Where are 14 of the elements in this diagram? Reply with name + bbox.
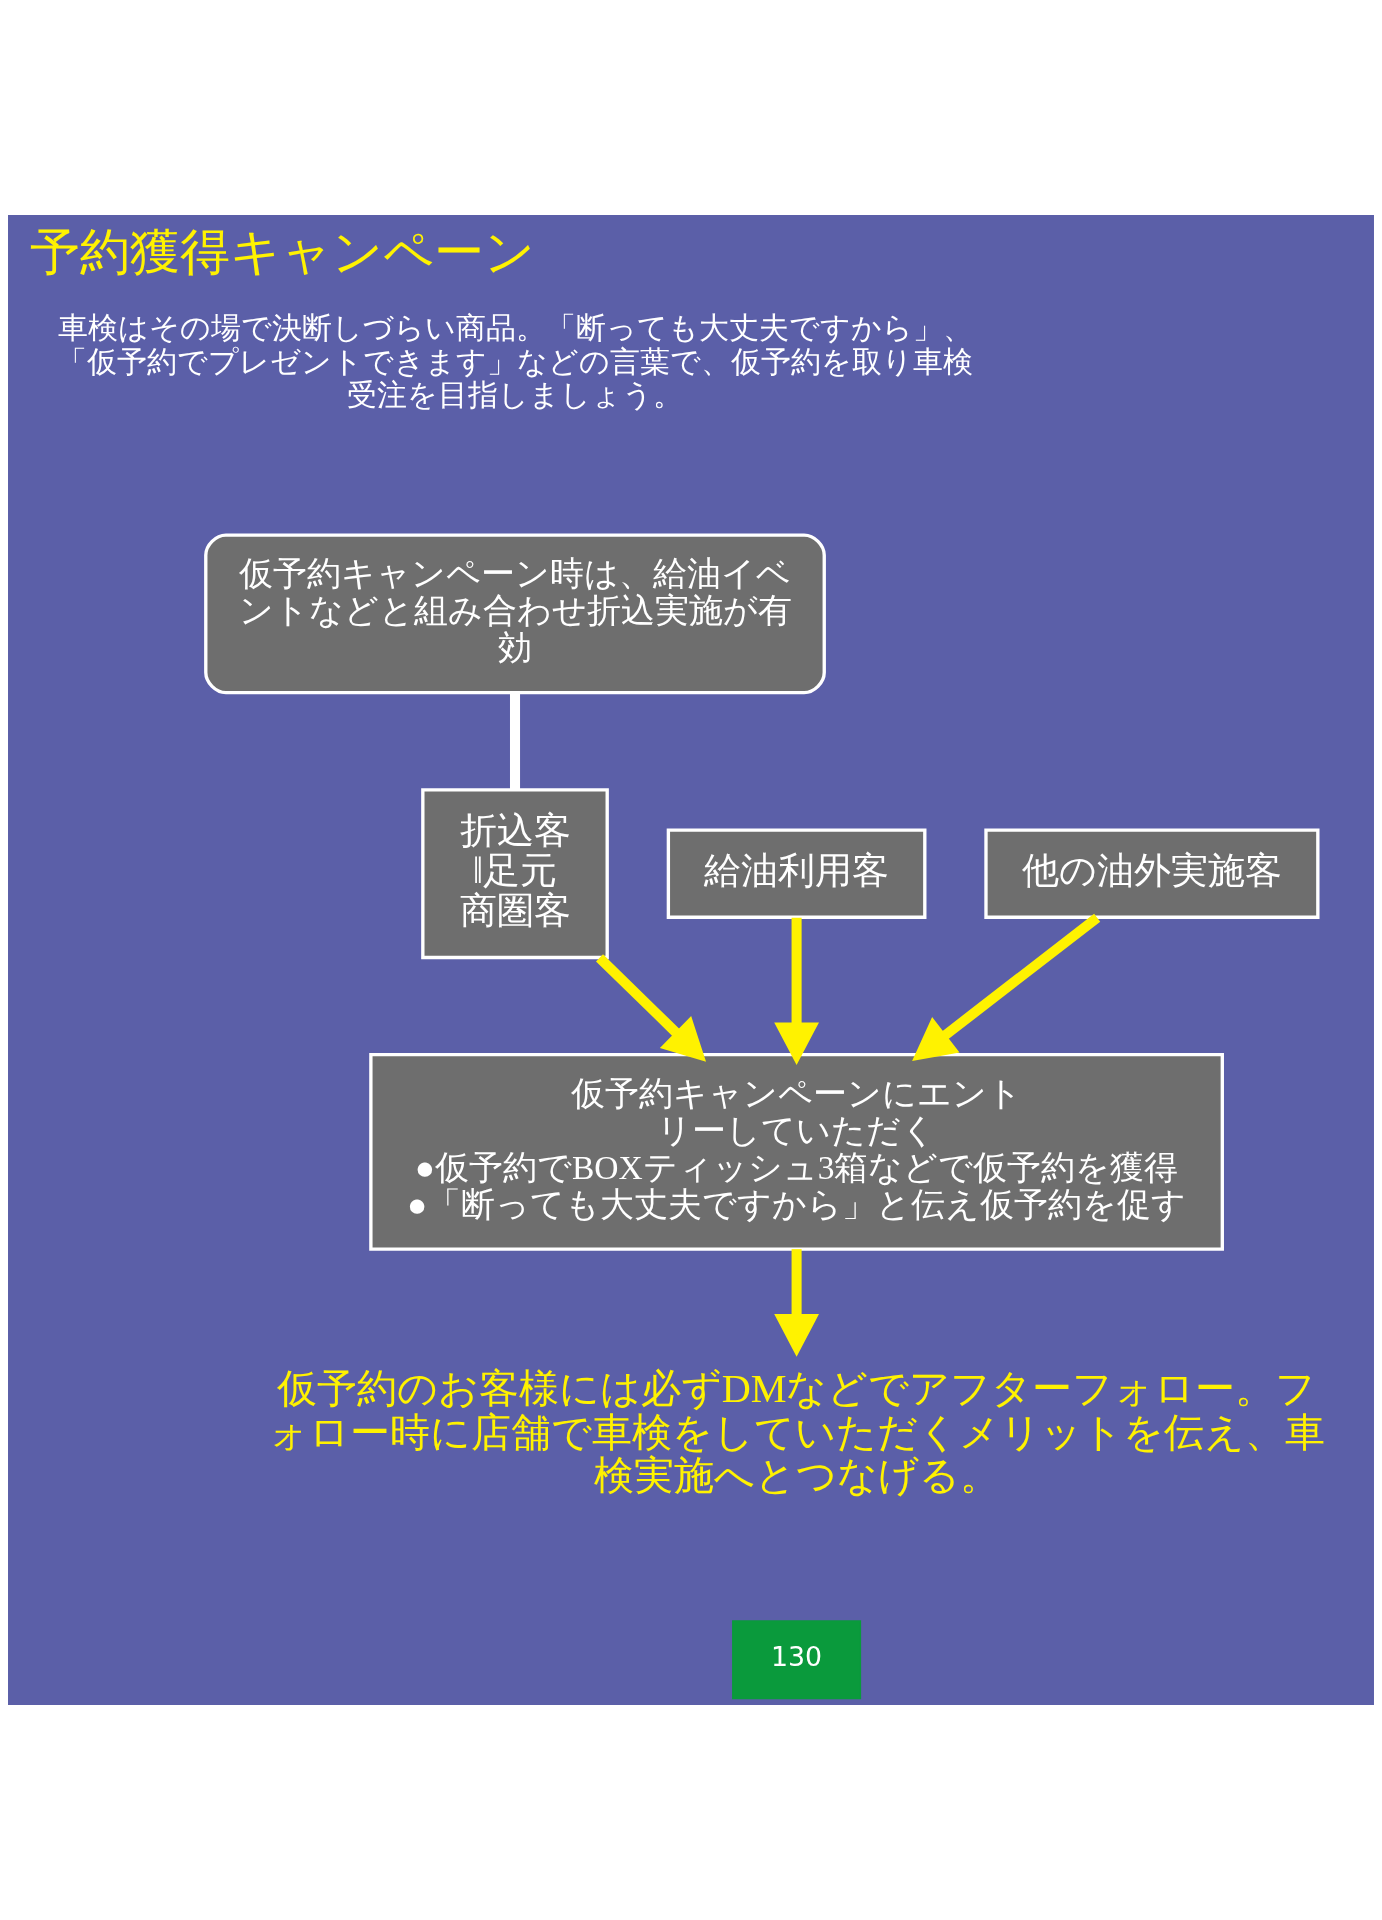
connector bbox=[510, 693, 521, 790]
diagram-title: 予約獲得キャンペーン bbox=[30, 221, 536, 281]
label: 130 bbox=[771, 1641, 823, 1673]
label: 車検はその場で決断しづらい商品。「断っても大丈夫ですから」、「仮予約でプレゼントできます」などの言葉で、仮予約を取り車検受注を目指しましょう。 bbox=[57, 310, 974, 413]
node-box: 他の油外実施客 bbox=[984, 828, 1320, 919]
node-box: 仮予約キャンペーンにエントリーしていただく ●仮予約でBOXティッシュ3箱などで仮予約を獲得 ●「断っても大丈夫ですから」と伝え仮予約を促す bbox=[369, 1053, 1224, 1251]
node-box: 折込客‖足元商圏客 bbox=[421, 788, 609, 960]
arrow bbox=[774, 917, 819, 1066]
arrow bbox=[912, 913, 1101, 1061]
arrow bbox=[596, 954, 707, 1062]
node-text: 仮予約のお客様には必ずDMなどでアフターフォロー。フォロー時に店舗で車検をしていただくメリットを伝え、車検実施へとつなげる。 bbox=[268, 1365, 1326, 1499]
arrow bbox=[774, 1249, 819, 1357]
node-box: 仮予約キャンペーン時は、給油イベントなどと組み合わせ折込実施が有効 bbox=[204, 533, 826, 695]
node-box: 給油利用客 bbox=[666, 828, 927, 919]
